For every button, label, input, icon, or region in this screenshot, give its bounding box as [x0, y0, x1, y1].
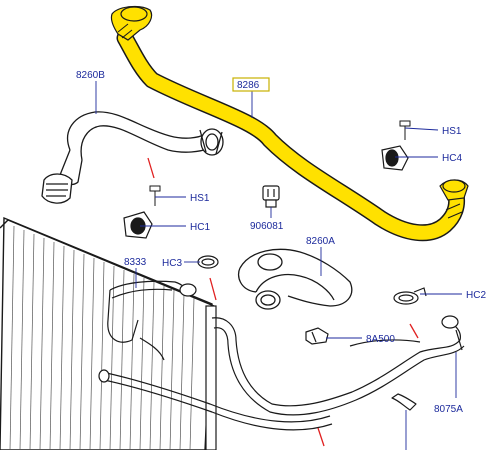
leader-lines	[95, 81, 462, 450]
red-marker	[409, 323, 419, 339]
screw-hs1-right[interactable]	[399, 120, 411, 140]
label-8075a: 8075A	[434, 404, 463, 415]
label-hc1: HC1	[190, 222, 210, 233]
clamp-hc1[interactable]	[123, 211, 153, 239]
hose-8075a[interactable]	[211, 315, 465, 416]
clamp-hc3[interactable]	[197, 255, 219, 269]
red-markers	[147, 157, 419, 447]
label-906081: 906081	[250, 221, 284, 232]
red-marker	[317, 427, 325, 447]
red-marker	[209, 277, 217, 301]
hose-8260b[interactable]	[41, 111, 224, 204]
label-8333: 8333	[124, 257, 147, 268]
label-hs1-right: HS1	[442, 126, 462, 137]
label-8260b: 8260B	[76, 70, 105, 81]
clamp-hc2[interactable]	[393, 287, 427, 305]
hose-8286[interactable]	[110, 5, 469, 242]
screw-hs1-left[interactable]	[149, 185, 161, 206]
label-hs1-left: HS1	[190, 193, 210, 204]
red-marker	[147, 157, 155, 179]
clamp-hc4[interactable]	[381, 145, 409, 171]
label-8260a: 8260A	[306, 236, 335, 247]
hose-8260a[interactable]	[237, 248, 353, 310]
label-8286: 8286	[237, 80, 260, 91]
hose-8333[interactable]	[98, 280, 333, 431]
label-hc2: HC2	[466, 290, 486, 301]
label-hc3: HC3	[162, 258, 182, 269]
temperature-sensor-906081[interactable]	[262, 185, 280, 208]
radiator	[0, 216, 217, 450]
label-8a500: 8A500	[366, 334, 395, 345]
label-hc4: HC4	[442, 153, 462, 164]
labels: 8286 8260B HS1 HC4 HS1 HC1 906081 8260A …	[76, 70, 486, 415]
label-8286-box	[232, 77, 270, 92]
plug-8a500[interactable]	[305, 327, 329, 345]
